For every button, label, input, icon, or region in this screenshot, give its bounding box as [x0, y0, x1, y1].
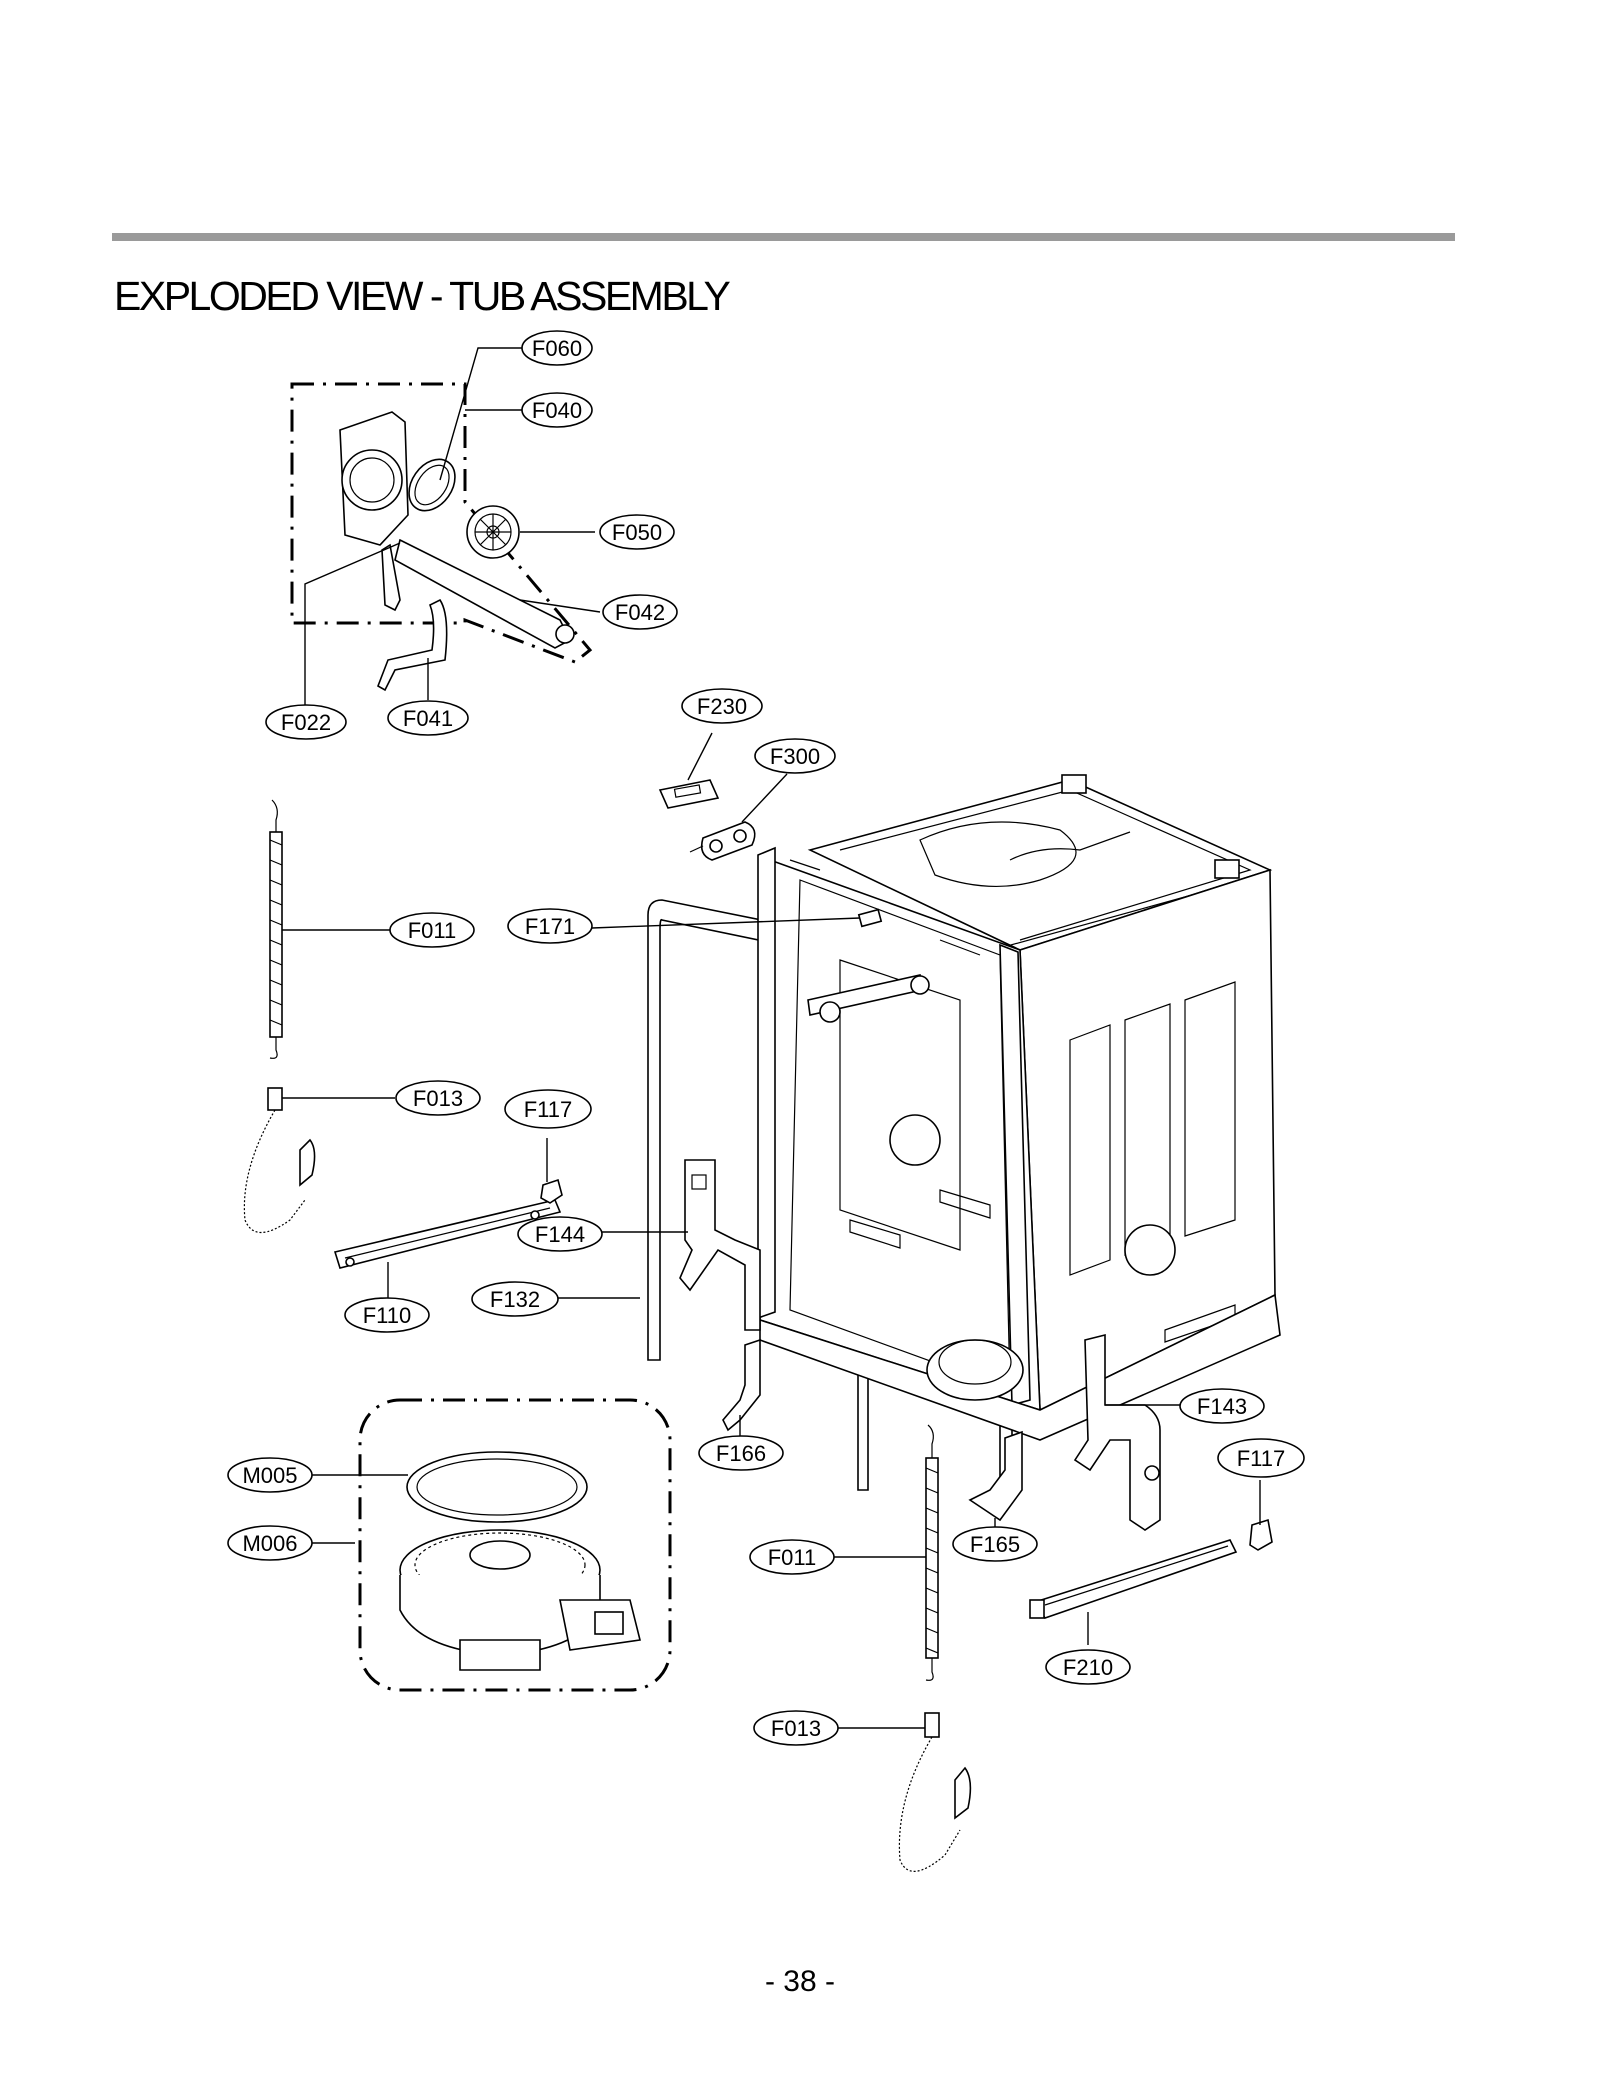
callout-F166: F166 — [698, 1435, 784, 1471]
callout-F132: F132 — [471, 1281, 559, 1317]
hinge-f166 — [722, 1338, 761, 1432]
gasket-m005 — [406, 1451, 588, 1523]
callout-F117-right: F117 — [1217, 1438, 1305, 1478]
rail-f210 — [1029, 1539, 1238, 1619]
callout-F040: F040 — [521, 392, 593, 428]
group-box-spray-arm — [290, 382, 593, 664]
svg-text:F041: F041 — [403, 706, 453, 731]
svg-text:F144: F144 — [535, 1222, 585, 1247]
spray-arm-assembly — [339, 411, 575, 692]
svg-text:F171: F171 — [525, 914, 575, 939]
tub-body — [757, 774, 1281, 1441]
svg-text:F300: F300 — [770, 744, 820, 769]
rail-f110 — [333, 1199, 562, 1269]
svg-text:F060: F060 — [532, 336, 582, 361]
callout-M006: M006 — [227, 1525, 313, 1561]
svg-text:F117: F117 — [524, 1097, 573, 1122]
pump-motor-m006 — [399, 1529, 641, 1671]
svg-text:F117: F117 — [1237, 1446, 1286, 1471]
header-rule — [112, 233, 1455, 241]
callout-F171: F171 — [507, 908, 593, 944]
clip-f117-left — [540, 1178, 563, 1204]
svg-text:F210: F210 — [1063, 1655, 1113, 1680]
callout-F143: F143 — [1179, 1388, 1265, 1424]
spring-left — [269, 799, 283, 1059]
svg-text:F013: F013 — [771, 1716, 821, 1741]
svg-text:F040: F040 — [532, 398, 582, 423]
callout-F144: F144 — [517, 1216, 603, 1252]
cable-left — [243, 1087, 316, 1234]
callout-F165: F165 — [952, 1526, 1038, 1562]
svg-text:F042: F042 — [615, 600, 665, 625]
callout-F230: F230 — [681, 688, 763, 724]
svg-text:M005: M005 — [242, 1463, 297, 1488]
svg-text:F022: F022 — [281, 710, 331, 735]
svg-text:F011: F011 — [768, 1545, 817, 1570]
callout-F042: F042 — [602, 594, 678, 630]
svg-text:F132: F132 — [490, 1287, 540, 1312]
svg-text:F013: F013 — [413, 1086, 463, 1111]
callout-M005: M005 — [227, 1457, 313, 1493]
svg-text:F011: F011 — [408, 918, 457, 943]
callout-F117-left: F117 — [504, 1089, 592, 1129]
hinge-f165 — [968, 1430, 1023, 1522]
page-number: - 38 - — [764, 1965, 836, 1998]
callout-F011-left: F011 — [389, 912, 475, 948]
callout-F013-left: F013 — [395, 1080, 481, 1116]
callout-F011-bottom: F011 — [749, 1539, 835, 1575]
callout-F210: F210 — [1045, 1649, 1131, 1685]
svg-text:F110: F110 — [363, 1303, 412, 1328]
page-title: EXPLODED VIEW - TUB ASSEMBLY — [114, 273, 731, 319]
part-f230 — [658, 779, 720, 809]
svg-text:F143: F143 — [1197, 1394, 1247, 1419]
spring-center — [925, 1424, 939, 1681]
callout-F022: F022 — [265, 704, 347, 740]
svg-text:F230: F230 — [697, 694, 747, 719]
callout-F300: F300 — [754, 738, 836, 774]
svg-text:F165: F165 — [970, 1532, 1020, 1557]
svg-text:F050: F050 — [612, 520, 662, 545]
svg-text:F166: F166 — [716, 1441, 766, 1466]
part-f300 — [689, 821, 756, 861]
cable-bottom — [898, 1712, 972, 1872]
hinge-left-f144 — [679, 1159, 761, 1331]
callout-F041: F041 — [387, 700, 469, 736]
callout-F060: F060 — [521, 330, 593, 366]
callout-F013-bottom: F013 — [753, 1710, 839, 1746]
svg-text:M006: M006 — [242, 1531, 297, 1556]
callout-F050: F050 — [599, 514, 675, 550]
callout-F110: F110 — [344, 1297, 430, 1333]
clip-f117-right — [1249, 1518, 1273, 1551]
group-box-pump — [358, 1398, 672, 1692]
